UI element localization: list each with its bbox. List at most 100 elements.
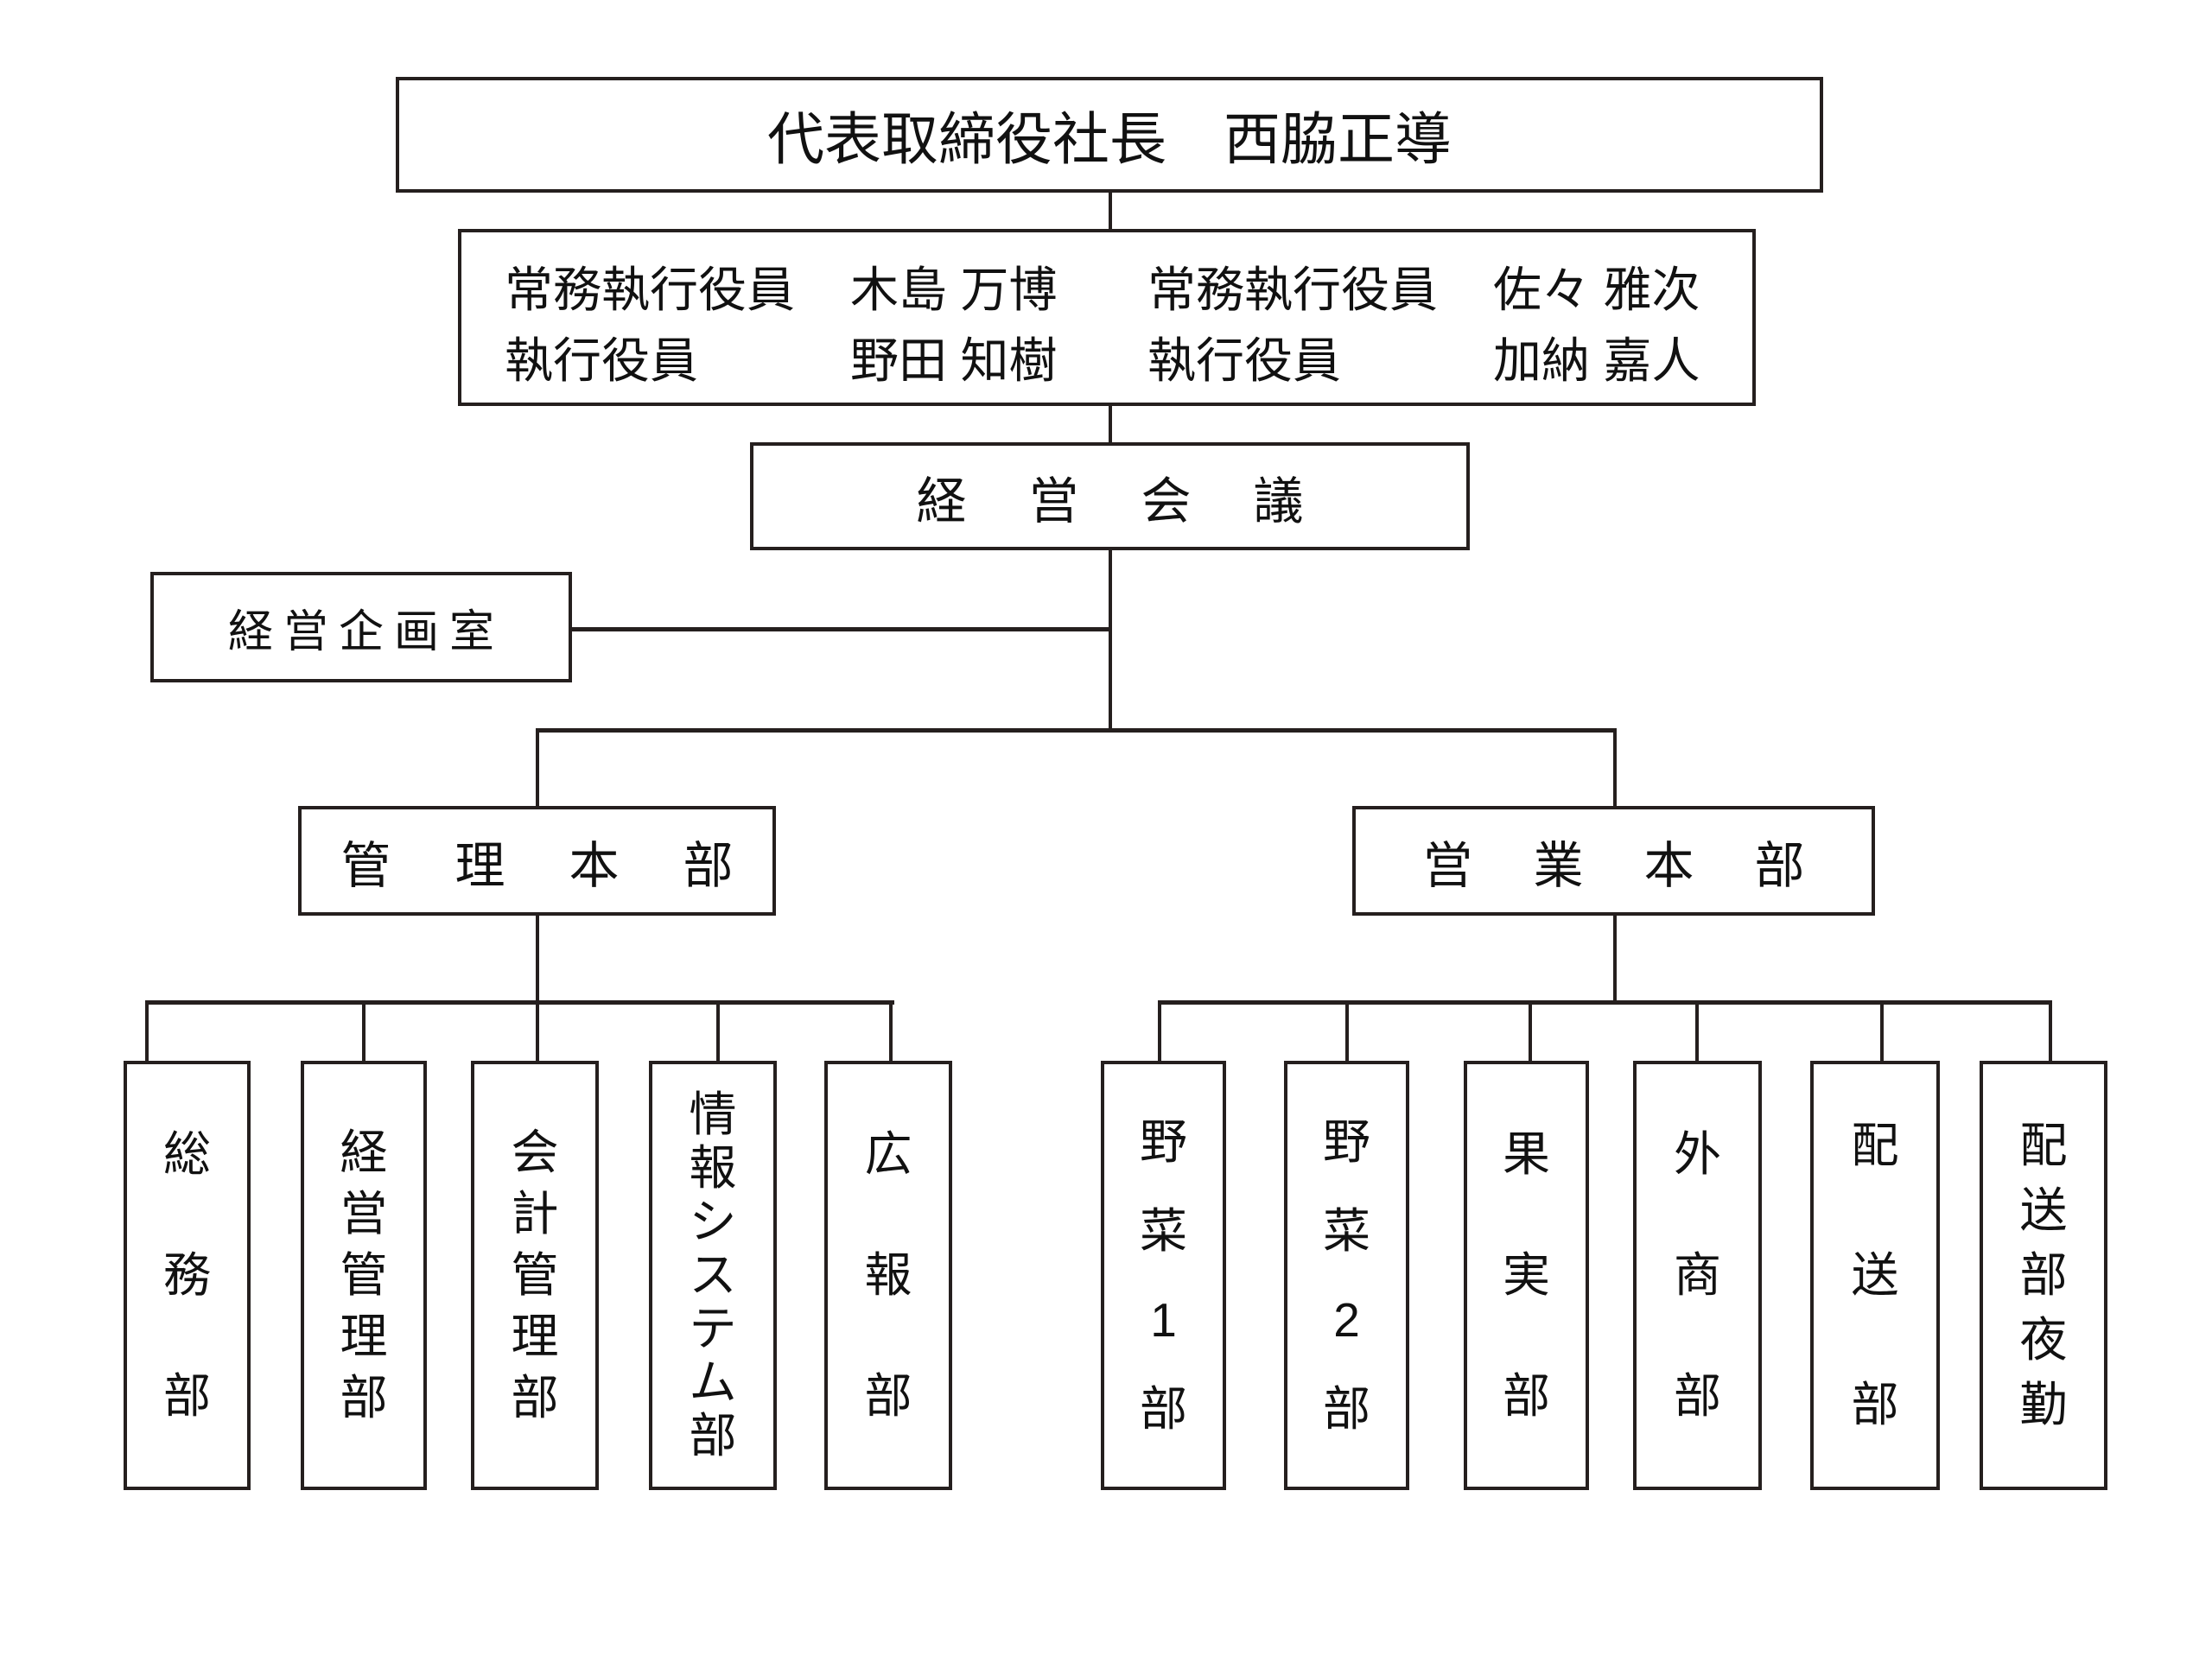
connector-meeting-trunk: [1109, 549, 1112, 732]
executive-title: 常務執行役員: [1147, 263, 1438, 317]
dept-label-char: 会: [511, 1126, 559, 1179]
executive-officers-box: 常務執行役員 木島 万博 常務執行役員 佐々 雅次 執行役員 野田 知樹 執行役…: [458, 229, 1756, 406]
dept-label-char: 理: [340, 1310, 388, 1363]
executive-entry: 常務執行役員 佐々 雅次: [1147, 255, 1730, 326]
dept-label-char: 配: [2019, 1119, 2068, 1172]
executive-officers-grid: 常務執行役員 木島 万博 常務執行役員 佐々 雅次 執行役員 野田 知樹 執行役…: [461, 232, 1752, 396]
dept-box-public-relations: 広報部: [824, 1061, 952, 1490]
dept-label-char: 商: [1673, 1248, 1721, 1302]
dept-label: 経営管理部: [304, 1064, 423, 1487]
connector-split-admin-hq: [536, 728, 539, 808]
dept-label-char: 部: [511, 1371, 559, 1424]
dept-label-char: 夜: [2019, 1313, 2068, 1367]
dept-label-char: 送: [2019, 1183, 2068, 1237]
dept-label-char: 2: [1333, 1292, 1360, 1347]
dept-box-accounting-management: 会計管理部: [471, 1061, 599, 1490]
drop-admin-4: [716, 1000, 720, 1063]
dept-label-char: 野: [1139, 1114, 1187, 1169]
drop-admin-1: [145, 1000, 149, 1063]
drop-sales-2: [1345, 1000, 1349, 1063]
executive-entry: 常務執行役員 木島 万博: [505, 255, 1087, 326]
drop-admin-5: [889, 1000, 893, 1063]
dept-label-char: 送: [1851, 1248, 1899, 1302]
dept-label-char: テ: [689, 1302, 737, 1355]
dept-label-char: 外: [1673, 1127, 1721, 1181]
drop-sales-5: [1880, 1000, 1884, 1063]
executive-entry: 執行役員 野田 知樹: [505, 326, 1087, 396]
president-label: 代表取締役社長 西脇正導: [767, 107, 1452, 171]
dept-label-char: 務: [162, 1248, 211, 1302]
dept-box-delivery: 配送部: [1810, 1061, 1940, 1490]
dept-label: 果実部: [1467, 1064, 1586, 1487]
planning-office-label: 経営企画室: [227, 606, 505, 657]
dept-label-char: ム: [689, 1355, 737, 1409]
sales-hq-box: 営業本部: [1352, 806, 1875, 916]
dept-label-char: ス: [689, 1248, 737, 1302]
dept-box-information-systems: 情報システム部: [649, 1061, 777, 1490]
executive-entry: 執行役員 加納 嘉人: [1147, 326, 1730, 396]
management-meeting-box: 経営会議: [750, 442, 1470, 550]
connector-division-split: [536, 728, 1617, 733]
dept-label-char: 果: [1502, 1127, 1550, 1181]
dept-label-char: 部: [2019, 1248, 2068, 1302]
drop-sales-3: [1529, 1000, 1532, 1063]
drop-sales-4: [1695, 1000, 1699, 1063]
drop-admin-2: [362, 1000, 365, 1063]
executive-name: 木島 万博: [850, 263, 1058, 317]
drop-sales-1: [1158, 1000, 1161, 1063]
dept-label-char: シ: [689, 1195, 737, 1248]
dept-label-char: 部: [1139, 1381, 1187, 1436]
drop-admin-3: [536, 1000, 539, 1063]
admin-hq-box: 管理本部: [298, 806, 776, 916]
dept-label-char: 管: [340, 1248, 388, 1302]
dept-label-char: 営: [340, 1187, 388, 1240]
dept-label: 配送部: [1814, 1064, 1936, 1487]
dept-label-char: 実: [1502, 1248, 1550, 1302]
dept-label-char: 報: [689, 1141, 737, 1195]
dept-label-char: 部: [689, 1409, 737, 1462]
dept-label-char: 部: [1502, 1369, 1550, 1423]
dept-label-char: 部: [1322, 1381, 1370, 1436]
dept-box-fruits: 果実部: [1464, 1061, 1589, 1490]
executive-name: 野田 知樹: [850, 333, 1058, 388]
dept-label-char: 菜: [1322, 1203, 1370, 1258]
connector-sales-hq-branch: [1613, 914, 1617, 1004]
dept-label-char: 計: [511, 1187, 559, 1240]
dept-label: 配送部夜勤: [1983, 1064, 2104, 1487]
drop-sales-6: [2049, 1000, 2052, 1063]
dept-label: 情報システム部: [652, 1064, 773, 1487]
sales-hq-label: 営業本部: [1422, 837, 1866, 894]
dept-label-char: 理: [511, 1310, 559, 1363]
connector-planning-office: [570, 627, 1110, 631]
dept-label: 外商部: [1637, 1064, 1758, 1487]
branch-line-sales: [1158, 1000, 2052, 1005]
dept-box-delivery-night-shift: 配送部夜勤: [1980, 1061, 2107, 1490]
dept-label-char: 情: [689, 1088, 737, 1141]
dept-box-outside-sales: 外商部: [1633, 1061, 1762, 1490]
dept-box-business-management: 経営管理部: [301, 1061, 427, 1490]
dept-label: 総務部: [127, 1064, 247, 1487]
executive-title: 執行役員: [1147, 333, 1341, 388]
connector-president-executives: [1109, 191, 1112, 231]
dept-label-char: 部: [1851, 1378, 1899, 1431]
dept-label: 会計管理部: [474, 1064, 595, 1487]
executive-name: 加納 嘉人: [1493, 333, 1700, 388]
dept-label-char: 経: [340, 1126, 388, 1179]
dept-label-char: 管: [511, 1248, 559, 1302]
dept-label-char: 部: [864, 1369, 912, 1423]
admin-hq-label: 管理本部: [340, 837, 798, 894]
dept-label-char: 部: [1673, 1369, 1721, 1423]
dept-label-char: 広: [864, 1127, 912, 1181]
dept-label-char: 総: [162, 1127, 211, 1181]
president-box: 代表取締役社長 西脇正導: [396, 77, 1823, 193]
connector-executives-meeting: [1109, 404, 1112, 444]
dept-label-char: 菜: [1139, 1203, 1187, 1258]
dept-label-char: 報: [864, 1248, 912, 1302]
planning-office-box: 経営企画室: [150, 572, 572, 682]
